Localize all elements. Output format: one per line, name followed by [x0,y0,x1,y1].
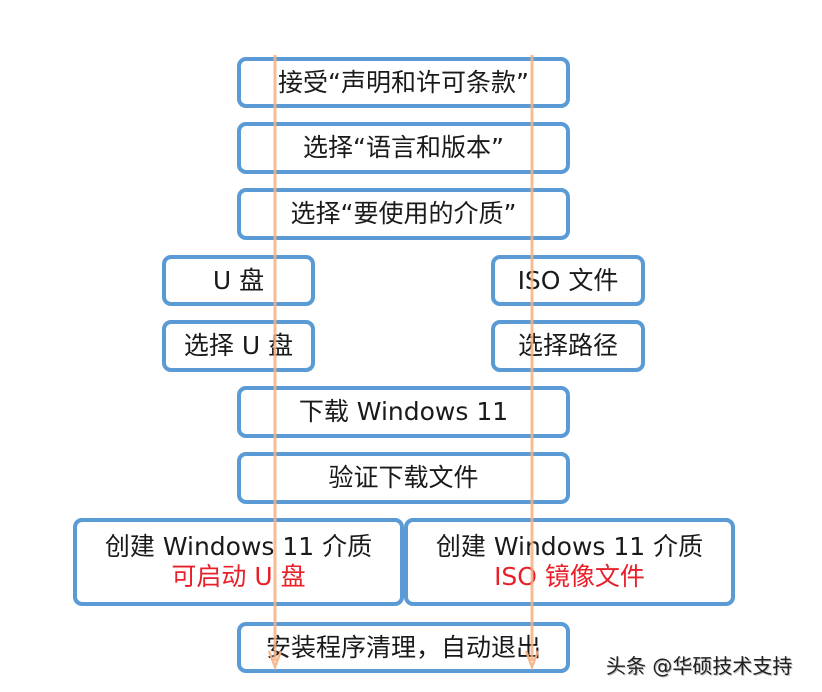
step-label: 接受“声明和许可条款” [278,67,529,97]
step-label: 选择 U 盘 [183,331,294,360]
step-label: 下载 Windows 11 [298,397,509,426]
step-label: U 盘 [212,265,265,295]
step-label: ISO 文件 [517,265,619,295]
step-select-language-edition: 选择“语言和版本” [237,122,570,174]
step-label: 选择“要使用的介质” [290,199,517,228]
step-accept-terms: 接受“声明和许可条款” [237,57,570,108]
step-label: 验证下载文件 [328,463,479,492]
step-select-path: 选择路径 [491,320,645,372]
step-result-label: ISO 镜像文件 [494,562,645,591]
step-create-usb-media: 创建 Windows 11 介质 可启动 U 盘 [73,518,404,606]
step-cleanup-exit: 安装程序清理，自动退出 [237,622,570,673]
step-download: 下载 Windows 11 [237,386,570,438]
step-verify-download: 验证下载文件 [237,452,570,504]
step-result-label: 可启动 U 盘 [171,562,306,591]
step-label: 安装程序清理，自动退出 [265,632,541,662]
branch-iso-file: ISO 文件 [491,255,645,306]
step-label: 创建 Windows 11 介质 [104,532,373,561]
step-create-iso-media: 创建 Windows 11 介质 ISO 镜像文件 [404,518,735,606]
branch-usb-drive: U 盘 [162,255,315,306]
step-label: 选择“语言和版本” [303,133,504,162]
step-label: 选择路径 [517,331,618,360]
step-select-usb: 选择 U 盘 [162,320,315,372]
step-select-media: 选择“要使用的介质” [237,188,570,240]
step-label: 创建 Windows 11 介质 [435,532,704,561]
watermark: 头条 @华硕技术支持 [606,654,793,678]
